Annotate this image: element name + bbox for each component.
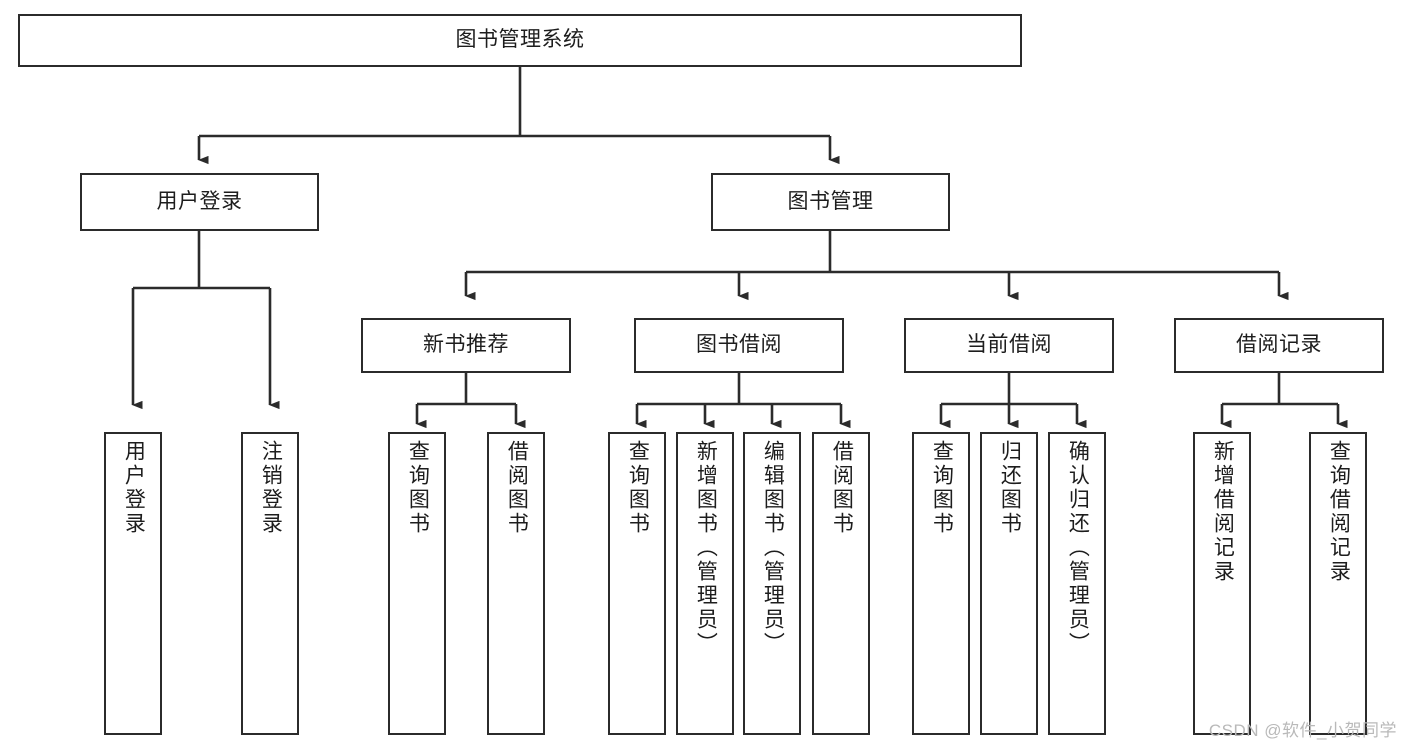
node-leaf-user-login[interactable]: 用户登录: [104, 432, 162, 735]
csdn-watermark: CSDN @软件_小贺同学: [1208, 721, 1397, 740]
node-new-book-recommendation[interactable]: 新书推荐: [361, 318, 571, 373]
node-label: 查询图书: [626, 440, 650, 536]
node-label: 编辑图书（管理员）: [761, 440, 785, 656]
node-label: 查询图书: [930, 440, 954, 536]
node-leaf-query-borrow-record[interactable]: 查询借阅记录: [1309, 432, 1367, 735]
node-label: 借阅图书: [830, 440, 854, 536]
node-label: 新增借阅记录: [1211, 440, 1235, 584]
node-label: 确认归还（管理员）: [1066, 440, 1090, 656]
node-label: 用户登录: [122, 440, 146, 536]
node-leaf-query-book-borrow[interactable]: 查询图书: [608, 432, 666, 735]
node-label: 借阅图书: [505, 440, 529, 536]
node-label: 查询借阅记录: [1327, 440, 1351, 584]
node-leaf-borrow-book[interactable]: 借阅图书: [812, 432, 870, 735]
node-leaf-return-book[interactable]: 归还图书: [980, 432, 1038, 735]
node-label: 借阅记录: [1236, 333, 1322, 357]
node-label: 当前借阅: [966, 333, 1052, 357]
node-current-borrowing[interactable]: 当前借阅: [904, 318, 1114, 373]
node-book-management[interactable]: 图书管理: [711, 173, 950, 231]
node-leaf-edit-book-admin[interactable]: 编辑图书（管理员）: [743, 432, 801, 735]
node-label: 图书管理系统: [455, 28, 585, 52]
node-leaf-confirm-return-admin[interactable]: 确认归还（管理员）: [1048, 432, 1106, 735]
node-label: 归还图书: [998, 440, 1022, 536]
node-leaf-add-borrow-record[interactable]: 新增借阅记录: [1193, 432, 1251, 735]
node-label: 新书推荐: [423, 333, 509, 357]
node-leaf-query-book-current[interactable]: 查询图书: [912, 432, 970, 735]
node-borrow-records[interactable]: 借阅记录: [1174, 318, 1384, 373]
node-book-borrowing[interactable]: 图书借阅: [634, 318, 844, 373]
node-leaf-add-book-admin[interactable]: 新增图书（管理员）: [676, 432, 734, 735]
node-label: 查询图书: [406, 440, 430, 536]
node-leaf-query-book-new[interactable]: 查询图书: [388, 432, 446, 735]
node-label: 图书管理: [787, 189, 874, 213]
node-user-login[interactable]: 用户登录: [80, 173, 319, 231]
node-label: 用户登录: [156, 189, 243, 213]
node-root-book-management-system[interactable]: 图书管理系统: [18, 14, 1022, 67]
node-leaf-logout[interactable]: 注销登录: [241, 432, 299, 735]
node-label: 图书借阅: [696, 333, 782, 357]
node-label: 新增图书（管理员）: [694, 440, 718, 656]
node-leaf-borrow-book-new[interactable]: 借阅图书: [487, 432, 545, 735]
node-label: 注销登录: [259, 440, 283, 536]
